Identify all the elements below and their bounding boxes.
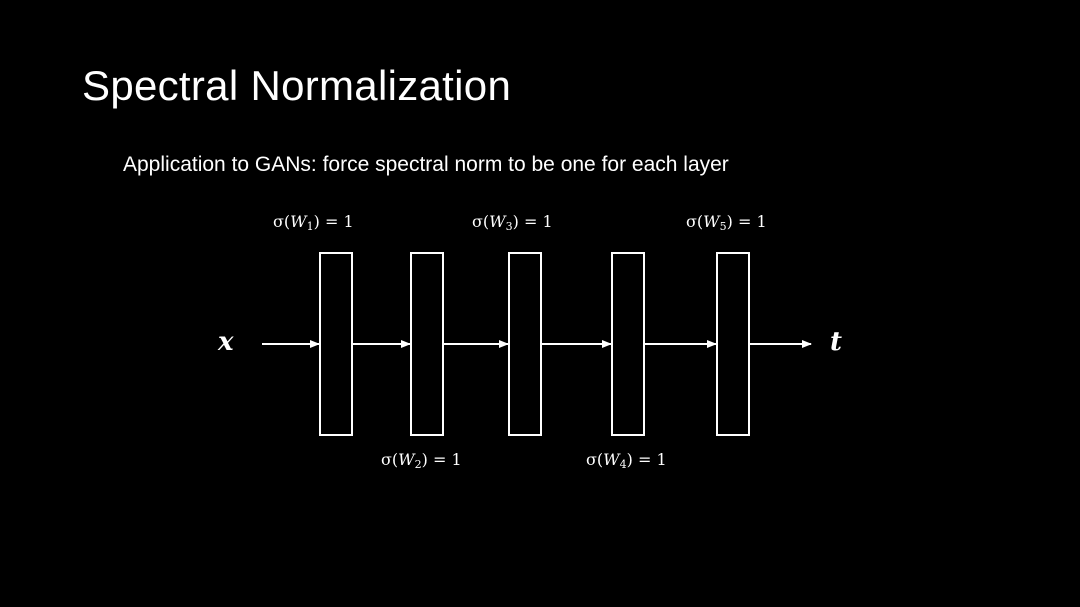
layer-2-norm-label: σ(W2) = 1 — [381, 450, 462, 471]
layer-4-norm-label: σ(W4) = 1 — [586, 450, 667, 471]
layer-box-5 — [716, 252, 750, 436]
layer-box-1 — [319, 252, 353, 436]
layer-3-norm-label: σ(W3) = 1 — [472, 212, 553, 233]
slide-subtitle: Application to GANs: force spectral norm… — [123, 153, 729, 176]
layer-5-norm-label: σ(W5) = 1 — [686, 212, 767, 233]
layer-1-norm-label: σ(W1) = 1 — [273, 212, 354, 233]
output-label-t: t — [830, 327, 843, 357]
slide-title: Spectral Normalization — [82, 62, 512, 109]
layer-box-4 — [611, 252, 645, 436]
layer-box-3 — [508, 252, 542, 436]
layer-box-2 — [410, 252, 444, 436]
input-label-x: x — [218, 327, 234, 357]
